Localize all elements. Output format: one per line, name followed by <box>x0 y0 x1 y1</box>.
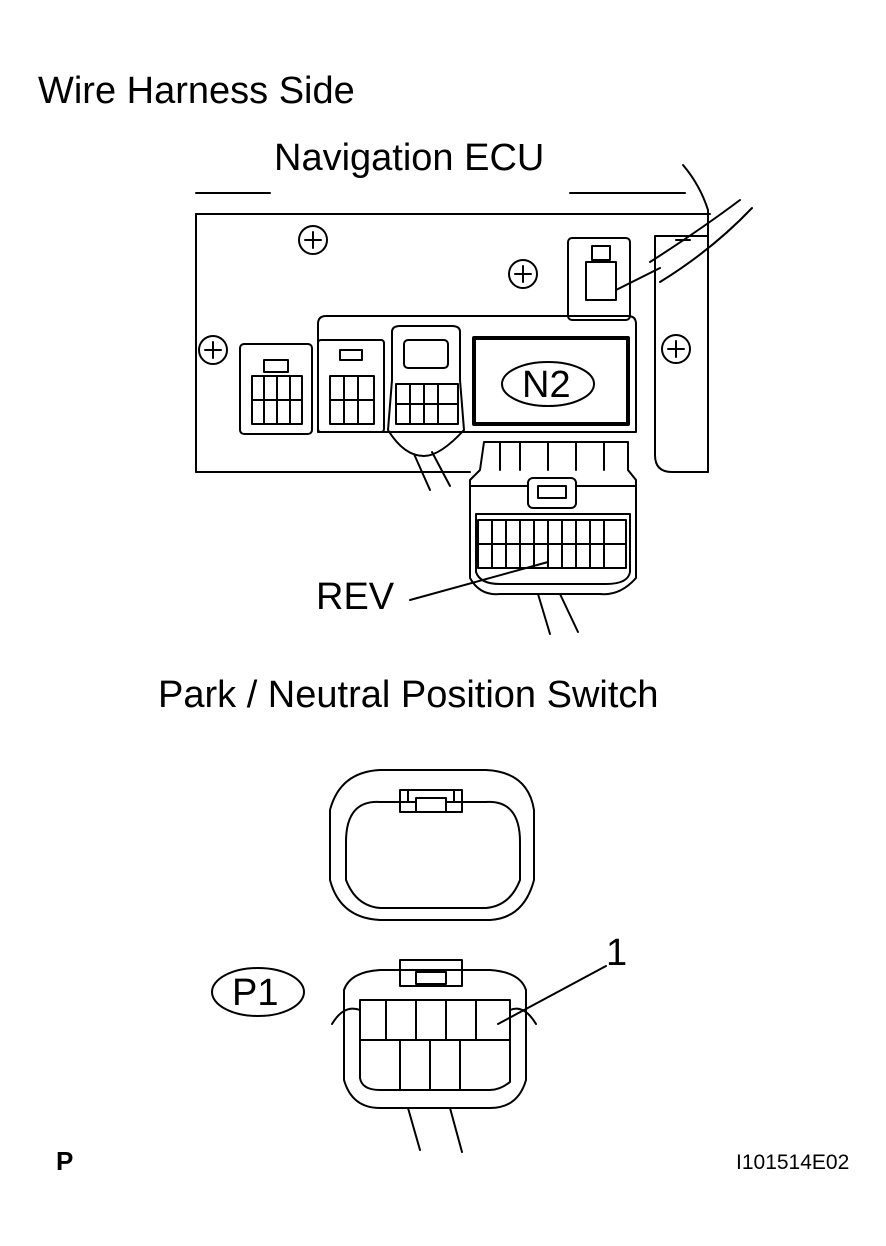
n2-code-ellipse <box>501 361 595 407</box>
pin-label: 1 <box>606 932 628 974</box>
switch-body-view <box>329 769 535 921</box>
screw-icon <box>298 225 328 255</box>
connector-housing <box>317 315 637 433</box>
screw-icon <box>198 335 228 365</box>
ecu-label: Navigation ECU <box>274 137 545 179</box>
switch-label: Park / Neutral Position Switch <box>158 674 659 716</box>
ecu-connector-code: N2 <box>522 364 571 406</box>
antenna-connector <box>567 199 753 321</box>
p1-code-ellipse <box>211 967 305 1017</box>
small-connector-with-harness <box>387 325 465 491</box>
screw-icon <box>508 259 538 289</box>
rev-leader-line <box>409 561 549 601</box>
page-marker: P <box>56 1146 74 1176</box>
screw-icon <box>661 334 691 364</box>
pin1-leader-line <box>497 965 607 1025</box>
p1-harness-connector <box>331 959 537 1153</box>
n2-label-plate <box>472 336 630 426</box>
small-connector <box>239 343 313 435</box>
n2-harness-connector <box>469 441 637 635</box>
small-connector <box>317 339 385 433</box>
navigation-ecu-body <box>195 164 711 473</box>
switch-connector-code: P1 <box>232 972 279 1014</box>
figure-id: I101514E02 <box>736 1151 850 1174</box>
terminal-label: REV <box>316 576 395 618</box>
header-title: Wire Harness Side <box>38 70 355 112</box>
